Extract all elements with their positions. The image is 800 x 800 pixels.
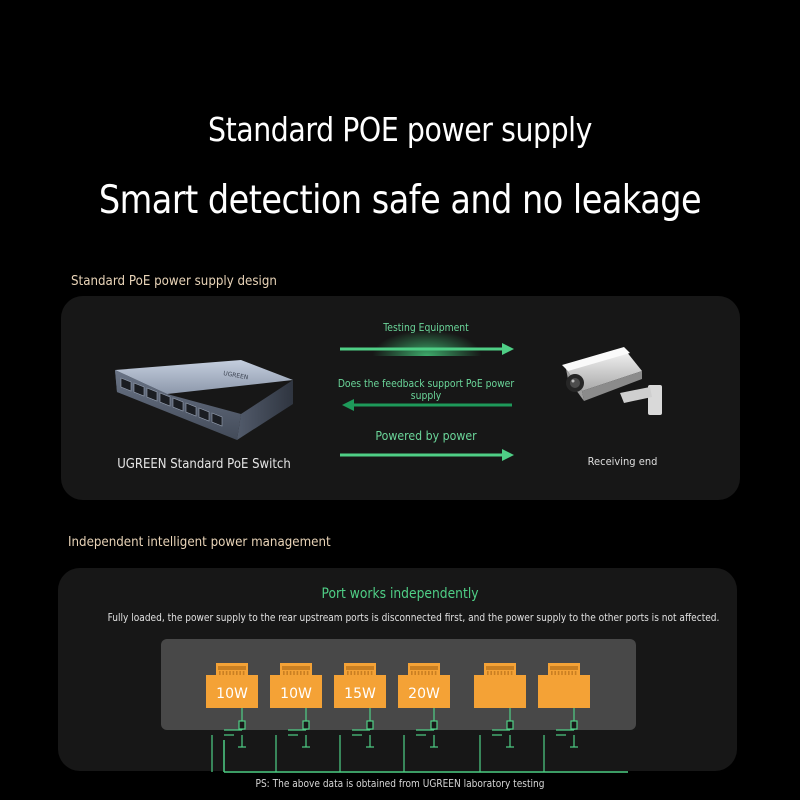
page-subtitle: Smart detection safe and no leakage — [98, 178, 702, 223]
port-circuit — [479, 708, 514, 772]
port-circuit — [211, 708, 246, 772]
arrow-right-icon — [340, 449, 514, 461]
powered-label: Powered by power — [375, 428, 477, 443]
rj45-port-icon — [538, 663, 590, 708]
receiving-end-label: Receiving end — [587, 455, 658, 468]
port-works-title: Port works independently — [321, 586, 479, 602]
testing-glow — [372, 330, 482, 356]
port-circuit — [339, 708, 374, 772]
page-title: Standard POE power supply — [207, 110, 593, 149]
rj45-port-icon: 10W — [270, 663, 322, 708]
arrow-right-icon — [340, 343, 514, 355]
port-wattage-label: 15W — [344, 686, 376, 702]
port-wattage-label: 10W — [216, 686, 248, 702]
poe-switch-icon: UGREEN — [113, 358, 295, 448]
port-wattage-label: 20W — [408, 686, 440, 702]
port-circuit — [543, 708, 578, 772]
section-label-design: Standard PoE power supply design — [71, 273, 277, 289]
port-circuit — [275, 708, 310, 772]
arrow-left-icon — [342, 399, 512, 411]
svg-text:UGREEN: UGREEN — [223, 370, 249, 381]
rj45-port-icon: 10W — [206, 663, 258, 708]
footnote: PS: The above data is obtained from UGRE… — [255, 778, 545, 790]
testing-equipment-label: Testing Equipment — [383, 322, 469, 334]
rj45-port-icon — [474, 663, 526, 708]
camera-icon — [560, 345, 675, 425]
port-circuit — [403, 708, 438, 772]
switch-label: UGREEN Standard PoE Switch — [117, 457, 291, 472]
rj45-port-icon: 20W — [398, 663, 450, 708]
port-works-description: Fully loaded, the power supply to the re… — [107, 612, 720, 624]
rj45-port-icon: 15W — [334, 663, 386, 708]
section-label-management: Independent intelligent power management — [68, 534, 331, 550]
feedback-label: Does the feedback support PoE power supp… — [337, 378, 515, 402]
flow-arrows — [340, 343, 514, 461]
port-wattage-label: 10W — [280, 686, 312, 702]
